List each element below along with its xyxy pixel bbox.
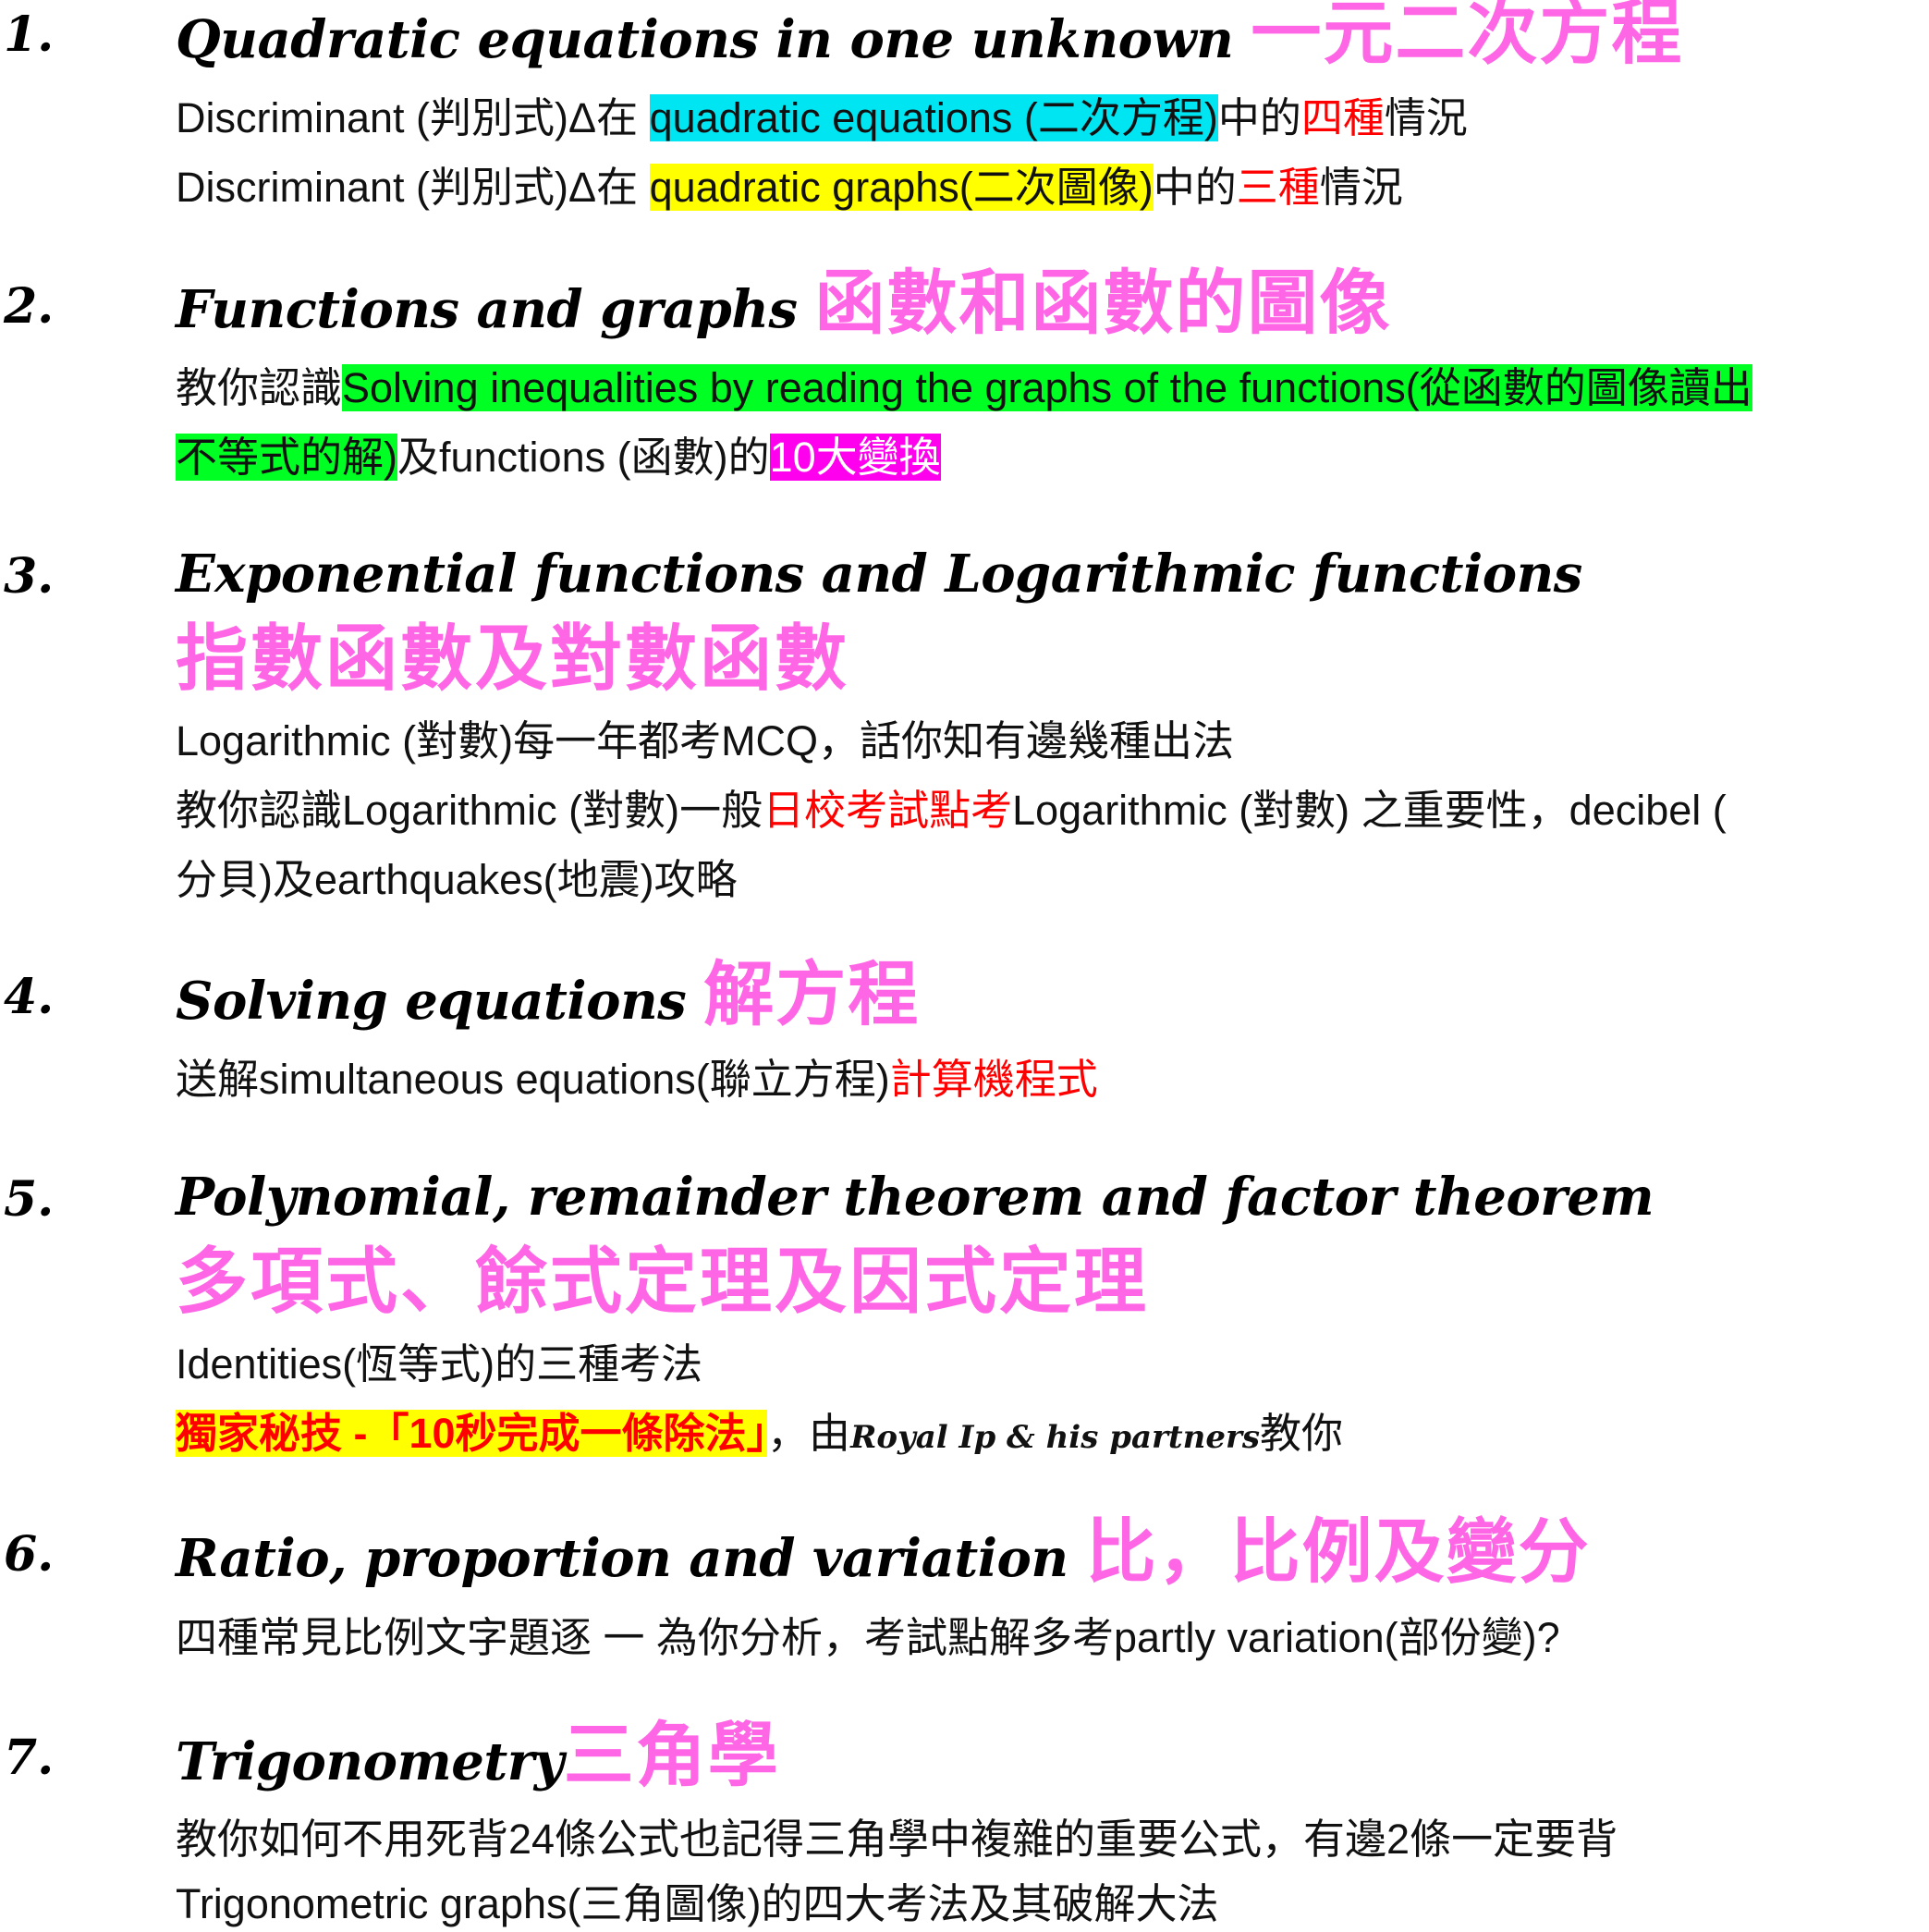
red-text: 計算機程式 <box>889 1056 1098 1103</box>
topic-5-line-2: 獨家秘技 -「10秒完成一條除法」，由Royal Ip & his partne… <box>176 1406 1343 1465</box>
topic-1-heading-en: Quadratic equations in one unknown <box>176 9 1234 70</box>
topic-1-heading: Quadratic equations in one unknown 一元二次方… <box>176 0 1683 73</box>
text: 及functions (函數)的 <box>397 434 770 481</box>
text: Discriminant (判別式)Δ在 <box>176 94 650 141</box>
text: 教你 <box>1260 1410 1344 1457</box>
topic-4-heading: Solving equations 解方程 <box>176 960 920 1034</box>
topic-6-line-1: 四種常見比例文字題逐 一 為你分析，考試點解多考partly variation… <box>176 1610 1560 1666</box>
topic-1-number: 1. <box>4 6 55 63</box>
topic-5-heading-zh: 多項式、餘式定理及因式定理 <box>176 1241 1150 1324</box>
topic-4-heading-zh: 解方程 <box>703 953 921 1035</box>
topic-7-line-2: Trigonometric graphs(三角圖像)的四大考法及其破解大法 <box>176 1877 1218 1932</box>
topic-3-number: 3. <box>4 548 55 605</box>
topic-7-heading-en: Trigonometry <box>176 1731 564 1792</box>
topic-6-heading-en: Ratio, proportion and variation <box>176 1528 1068 1589</box>
topic-3-line-1: Logarithmic (對數)每一年都考MCQ，話你知有邊幾種出法 <box>176 714 1234 769</box>
topic-3-line-3: 分貝)及earthquakes(地震)攻略 <box>176 852 738 908</box>
red-text: 四種 <box>1300 94 1385 141</box>
topic-3-heading-en: Exponential functions and Logarithmic fu… <box>176 544 1582 605</box>
topic-3-heading-zh: 指數函數及對數函數 <box>176 618 850 701</box>
topic-2-heading: Functions and graphs 函數和函數的圖像 <box>176 268 1392 343</box>
topic-7-number: 7. <box>4 1730 55 1786</box>
topic-2-number: 2. <box>4 278 55 335</box>
topic-1-line-1: Discriminant (判別式)Δ在 quadratic equations… <box>176 91 1468 146</box>
topic-6-heading: Ratio, proportion and variation 比，比例及變分 <box>176 1517 1591 1592</box>
text: 中的 <box>1217 94 1301 141</box>
topic-5-heading-en: Polynomial, remainder theorem and factor… <box>176 1167 1654 1228</box>
topic-5-number: 5. <box>4 1171 55 1228</box>
text: 中的 <box>1153 164 1237 211</box>
text: Logarithmic (對數)每一年都考MCQ，話你知有邊幾種出法 <box>176 717 1235 764</box>
text: 教你認識 <box>176 364 343 411</box>
script-text: Royal Ip & his partners <box>850 1419 1261 1456</box>
text: 教你認識Logarithmic (對數)一般 <box>176 787 763 834</box>
topic-7-heading-zh: 三角學 <box>563 1714 780 1796</box>
topic-2-heading-en: Functions and graphs <box>176 279 798 340</box>
topic-1-line-2: Discriminant (判別式)Δ在 quadratic graphs(二次… <box>176 160 1403 215</box>
topic-2-line-1: 教你認識Solving inequalities by reading the … <box>176 361 1752 416</box>
highlight-green: 不等式的解) <box>176 434 397 481</box>
topic-7-line-1: 教你如何不用死背24條公式也記得三角學中複雜的重要公式，有邊2條一定要背 <box>176 1812 1618 1867</box>
text: Logarithmic (對數) 之重要性，decibel ( <box>1012 787 1727 834</box>
text: 情況 <box>1319 164 1403 211</box>
text: 分貝)及earthquakes(地震)攻略 <box>176 856 738 903</box>
highlight-yellow-red: 獨家秘技 -「10秒完成一條除法」 <box>176 1410 768 1457</box>
text: 送解simultaneous equations(聯立方程) <box>176 1056 890 1103</box>
highlight-magenta: 10大變換 <box>769 434 941 481</box>
highlight-yellow: quadratic graphs(二次圖像) <box>649 164 1154 211</box>
topic-6-number: 6. <box>4 1526 55 1583</box>
highlight-cyan: quadratic equations (二次方程) <box>649 94 1218 141</box>
text: Identities(恆等式)的三種考法 <box>176 1340 703 1388</box>
topic-1-heading-zh: 一元二次方程 <box>1251 0 1684 74</box>
highlight-green: Solving inequalities by reading the grap… <box>342 364 1752 411</box>
text: Discriminant (判別式)Δ在 <box>176 164 650 211</box>
topic-4-line-1: 送解simultaneous equations(聯立方程)計算機程式 <box>176 1052 1098 1107</box>
text: ，由 <box>767 1410 851 1457</box>
text: Trigonometric graphs(三角圖像)的四大考法及其破解大法 <box>176 1880 1219 1927</box>
topic-4-number: 4. <box>4 969 55 1025</box>
topic-6-heading-zh: 比，比例及變分 <box>1085 1510 1591 1593</box>
topic-2-heading-zh: 函數和函數的圖像 <box>814 262 1392 344</box>
topic-4-heading-en: Solving equations <box>176 971 687 1032</box>
topic-2-line-2: 不等式的解)及functions (函數)的10大變換 <box>176 430 941 485</box>
topic-5-line-1: Identities(恆等式)的三種考法 <box>176 1337 702 1392</box>
red-text: 日校考試點考 <box>763 787 1013 834</box>
topic-7-heading: Trigonometry三角學 <box>176 1720 780 1795</box>
text: 情況 <box>1384 94 1468 141</box>
topic-3-line-2: 教你認識Logarithmic (對數)一般日校考試點考Logarithmic … <box>176 783 1727 838</box>
text: 四種常見比例文字題逐 一 為你分析，考試點解多考partly variation… <box>176 1614 1560 1661</box>
red-text: 三種 <box>1236 164 1320 211</box>
text: 教你如何不用死背24條公式也記得三角學中複雜的重要公式，有邊2條一定要背 <box>176 1816 1618 1863</box>
